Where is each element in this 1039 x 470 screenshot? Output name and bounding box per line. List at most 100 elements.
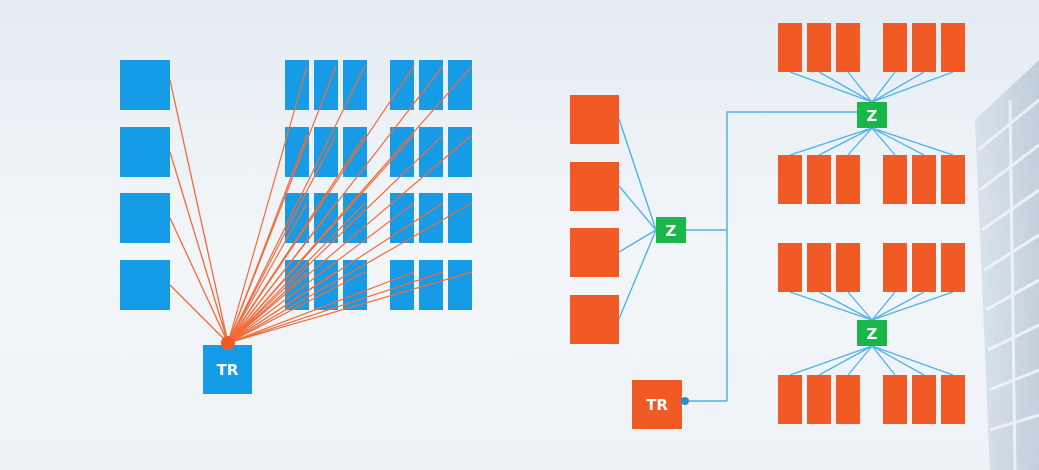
- left-fan-line: [227, 134, 444, 344]
- left-fan-line: [227, 271, 337, 344]
- left-fan-line: [227, 202, 473, 344]
- right-fan-line: [818, 291, 873, 321]
- right-link-line: [618, 229, 657, 253]
- right-device-grid: [570, 23, 965, 424]
- left-fan-line: [227, 271, 308, 344]
- left-fan-line: [227, 271, 473, 344]
- left-device-bar: [390, 127, 414, 177]
- right-device-bar: [836, 375, 860, 424]
- right-device-bar: [912, 243, 936, 292]
- right-fan-line: [789, 291, 873, 321]
- left-device-bar: [448, 60, 472, 110]
- right-z-bottom-label: Z: [867, 325, 878, 343]
- left-device-grid: [120, 60, 473, 344]
- right-device-bar: [778, 23, 802, 72]
- left-device-bar: [419, 260, 443, 310]
- right-z-bottom-node: Z: [857, 320, 887, 346]
- right-fan-line: [847, 71, 873, 103]
- right-tr-box: [632, 380, 682, 429]
- right-device-square: [570, 295, 619, 344]
- right-fan-line: [871, 345, 896, 376]
- right-fan-line: [818, 345, 873, 376]
- right-fan-line: [871, 71, 925, 103]
- left-device-bar: [448, 193, 472, 243]
- right-z-top-label: Z: [867, 107, 878, 125]
- left-device-bar: [419, 193, 443, 243]
- left-fan-line: [227, 202, 415, 344]
- right-device-square: [570, 95, 619, 144]
- right-device-bar: [883, 243, 907, 292]
- left-fan-line: [227, 271, 444, 344]
- right-fan-line: [789, 345, 873, 376]
- right-fan-line: [871, 291, 896, 321]
- left-tr-label: TR: [217, 361, 239, 379]
- left-link-line: [169, 284, 229, 344]
- left-fan-line: [227, 134, 473, 344]
- right-fan-line: [871, 71, 896, 103]
- right-fan-line: [847, 291, 873, 321]
- right-tr-node: TR: [632, 380, 689, 429]
- right-device-bar: [836, 243, 860, 292]
- right-device-bar: [912, 155, 936, 204]
- right-device-bar: [883, 23, 907, 72]
- right-fan-line: [871, 127, 925, 156]
- right-fan-line: [847, 127, 873, 156]
- building-background: [975, 60, 1039, 470]
- right-fan-line: [847, 345, 873, 376]
- left-device-bar: [314, 193, 338, 243]
- right-device-bar: [941, 243, 965, 292]
- left-link-line: [169, 217, 229, 344]
- left-device-square: [120, 260, 170, 310]
- left-fan-line: [227, 65, 308, 344]
- left-device-bar: [419, 127, 443, 177]
- right-trunk-line: [726, 111, 857, 401]
- left-fan-line: [227, 271, 415, 344]
- right-fan-line: [871, 71, 954, 103]
- right-device-bar: [807, 23, 831, 72]
- right-fan-line: [871, 345, 954, 376]
- left-device-bar: [390, 60, 414, 110]
- left-fan-line: [227, 202, 308, 344]
- right-device-bar: [883, 375, 907, 424]
- left-fan-line: [227, 134, 366, 344]
- right-tr-port-dot: [681, 397, 689, 405]
- right-link-line: [618, 185, 657, 231]
- left-connection-lines: [169, 79, 229, 344]
- left-device-square: [120, 60, 170, 110]
- right-fan-line: [789, 71, 873, 103]
- right-tr-label: TR: [646, 396, 668, 414]
- left-link-line: [169, 151, 229, 344]
- right-z-center-label: Z: [666, 222, 677, 240]
- right-fan-line: [789, 127, 873, 156]
- right-device-bar: [941, 23, 965, 72]
- right-fan-line: [871, 127, 954, 156]
- left-fan-line: [227, 134, 415, 344]
- left-fan-line: [227, 202, 366, 344]
- right-fan-line: [871, 345, 925, 376]
- right-device-bar: [807, 375, 831, 424]
- right-device-bar: [912, 23, 936, 72]
- right-fan-line: [871, 127, 896, 156]
- left-fan-line: [227, 271, 366, 344]
- right-device-bar: [912, 375, 936, 424]
- left-fan-line: [227, 134, 337, 344]
- right-device-square: [570, 228, 619, 277]
- right-z-bottom-box: [857, 320, 887, 346]
- right-fan-line: [818, 127, 873, 156]
- left-fan-line: [227, 65, 366, 344]
- right-fan-line: [871, 291, 925, 321]
- left-device-bar: [314, 60, 338, 110]
- right-device-bar: [778, 155, 802, 204]
- left-fan-line: [227, 134, 308, 344]
- right-z-center-box: [656, 217, 686, 243]
- right-device-bar: [807, 155, 831, 204]
- right-device-bar: [807, 243, 831, 292]
- right-fan-line: [871, 291, 954, 321]
- left-fan-line: [227, 202, 337, 344]
- right-z-center-node: Z: [656, 217, 686, 243]
- right-link-line: [618, 118, 657, 231]
- left-tr-node: TR: [203, 336, 252, 394]
- right-z-top-node: Z: [857, 102, 887, 128]
- left-device-square: [120, 127, 170, 177]
